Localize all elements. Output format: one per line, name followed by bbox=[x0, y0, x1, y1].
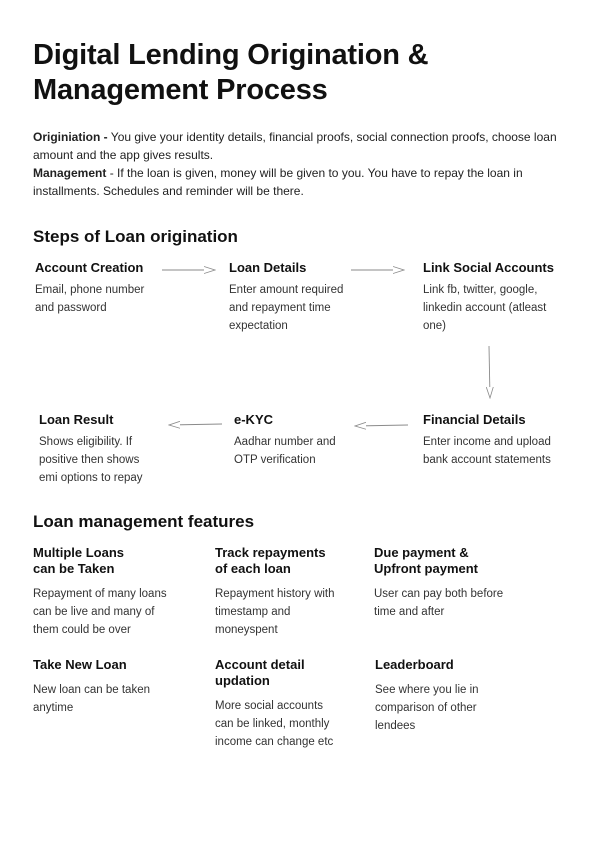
origination-text: You give your identity details, financia… bbox=[33, 130, 557, 162]
step-title: Loan Details bbox=[229, 260, 307, 275]
step-link-social-accounts: Link Social Accounts Link fb, twitter, g… bbox=[423, 260, 563, 335]
feature-due-upfront-payment: Due payment &Upfront payment User can pa… bbox=[374, 545, 504, 621]
arrow-ekyc-to-loan-result bbox=[169, 424, 223, 425]
intro-paragraph: Originiation - You give your identity de… bbox=[33, 128, 563, 200]
feature-description: New loan can be taken anytime bbox=[33, 684, 150, 714]
page-title-line-1: Digital Lending Origination & bbox=[33, 39, 429, 71]
arrow-social-to-financial bbox=[489, 345, 490, 398]
management-description: Management - If the loan is given, money… bbox=[33, 164, 563, 200]
step-loan-details: Loan Details Enter amount required and r… bbox=[229, 260, 355, 335]
feature-title: Leaderboard bbox=[375, 657, 485, 673]
feature-description: User can pay both before time and after bbox=[374, 588, 504, 618]
feature-title-line-2: can be Taken bbox=[33, 561, 115, 576]
feature-description: Repayment of many loans can be live and … bbox=[33, 588, 167, 636]
step-description: Link fb, twitter, google, linkedin accou… bbox=[423, 284, 547, 332]
step-description: Enter income and upload bank account sta… bbox=[423, 436, 551, 466]
page-title: Digital Lending Origination & Management… bbox=[33, 38, 553, 108]
features-heading: Loan management features bbox=[33, 512, 255, 531]
step-title: Loan Result bbox=[39, 412, 114, 427]
feature-title: Due payment &Upfront payment bbox=[374, 545, 504, 577]
step-loan-result: Loan Result Shows eligibility. If positi… bbox=[39, 412, 157, 487]
feature-title-line-2: of each loan bbox=[215, 561, 291, 576]
feature-title-line-1: Track repayments bbox=[215, 545, 326, 560]
feature-title-line-1: Multiple Loans bbox=[33, 545, 124, 560]
feature-description: More social accounts can be linked, mont… bbox=[215, 700, 334, 748]
feature-title-line-1: Due payment & bbox=[374, 545, 469, 560]
feature-take-new-loan: Take New Loan New loan can be taken anyt… bbox=[33, 657, 163, 717]
step-e-kyc: e-KYC Aadhar number and OTP verification bbox=[234, 412, 346, 469]
feature-title-line-1: Account detail bbox=[215, 657, 305, 672]
step-title: Link Social Accounts bbox=[423, 260, 554, 275]
page-title-line-2: Management Process bbox=[33, 74, 328, 106]
feature-leaderboard: Leaderboard See where you lie in compari… bbox=[375, 657, 485, 735]
step-description: Email, phone number and password bbox=[35, 284, 145, 314]
feature-title-line-1: Leaderboard bbox=[375, 657, 454, 672]
feature-title-line-1: Take New Loan bbox=[33, 657, 127, 672]
management-text: - If the loan is given, money will be gi… bbox=[33, 166, 523, 198]
origination-description: Originiation - You give your identity de… bbox=[33, 128, 563, 164]
step-financial-details: Financial Details Enter income and uploa… bbox=[423, 412, 563, 469]
arrow-financial-to-ekyc bbox=[355, 425, 409, 426]
steps-heading: Steps of Loan origination bbox=[33, 227, 238, 246]
step-title: Financial Details bbox=[423, 412, 526, 427]
feature-title: Take New Loan bbox=[33, 657, 163, 673]
step-title: e-KYC bbox=[234, 412, 274, 427]
step-description: Enter amount required and repayment time… bbox=[229, 284, 344, 332]
step-description: Shows eligibility. If positive then show… bbox=[39, 436, 143, 484]
management-label: Management bbox=[33, 166, 107, 180]
feature-description: Repayment history with timestamp and mon… bbox=[215, 588, 335, 636]
feature-title-line-2: Upfront payment bbox=[374, 561, 478, 576]
step-account-creation: Account Creation Email, phone number and… bbox=[35, 260, 155, 317]
step-description: Aadhar number and OTP verification bbox=[234, 436, 336, 466]
origination-label: Originiation - bbox=[33, 130, 108, 144]
feature-description: See where you lie in comparison of other… bbox=[375, 684, 479, 732]
feature-title-line-2: updation bbox=[215, 673, 270, 688]
step-title: Account Creation bbox=[35, 260, 144, 275]
